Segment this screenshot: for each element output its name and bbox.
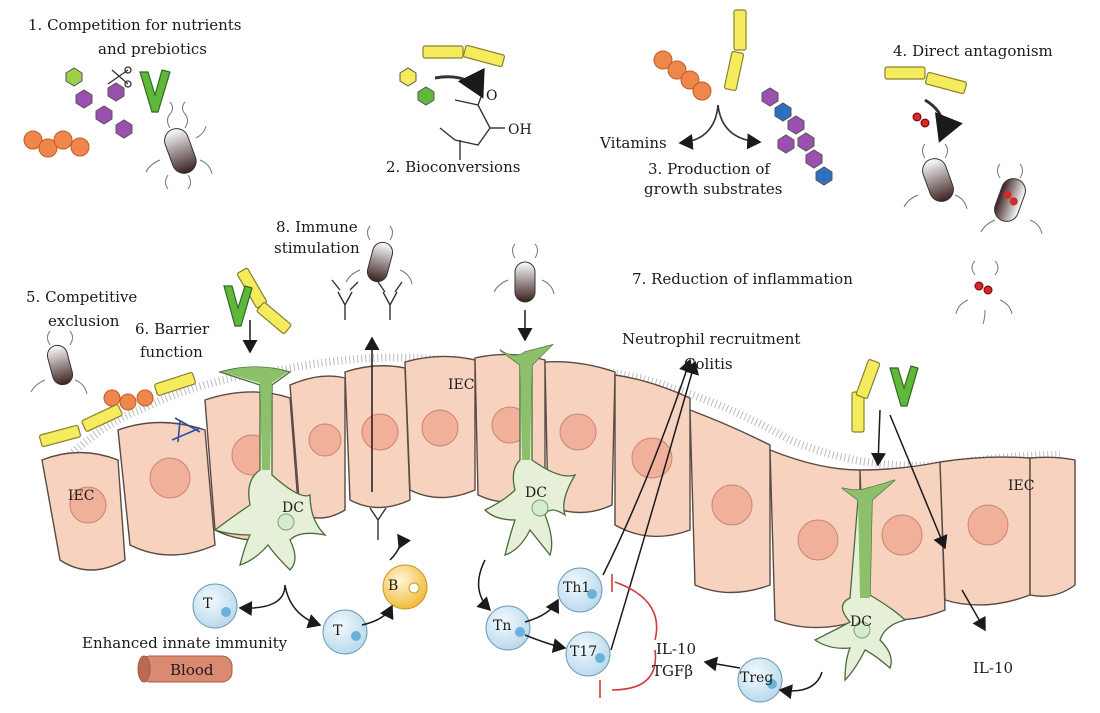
th1-cell bbox=[557, 567, 603, 613]
neutrophil-recruitment-label: Neutrophil recruitment bbox=[622, 330, 801, 348]
dc-label-2: DC bbox=[525, 485, 547, 501]
il10-label-center: IL-10 bbox=[656, 640, 697, 658]
mechanism-6-title: 6. Barrier bbox=[135, 320, 210, 338]
b-cell bbox=[382, 564, 428, 610]
mechanism-1-subtitle: and prebiotics bbox=[98, 40, 207, 58]
bacteria bbox=[30, 101, 1043, 395]
treg-cell-label: Treg bbox=[740, 670, 774, 686]
iec-cell bbox=[1029, 456, 1076, 597]
mechanism-3-subtitle: growth substrates bbox=[644, 180, 783, 198]
mechanism-1-title: 1. Competition for nutrients bbox=[28, 16, 242, 34]
t17-cell bbox=[565, 631, 611, 677]
mechanism-3-title: 3. Production of bbox=[648, 160, 770, 178]
inhibition-lines bbox=[599, 574, 658, 698]
t-cell-label-right: T bbox=[333, 623, 343, 639]
dc-label-3: DC bbox=[850, 614, 872, 630]
t-cell-left bbox=[192, 583, 238, 629]
th1-cell-label: Th1 bbox=[563, 580, 591, 596]
mechanism-4-title: 4. Direct antagonism bbox=[893, 42, 1053, 60]
tgf-beta-label: TGFβ bbox=[652, 662, 694, 680]
cell-debris bbox=[974, 281, 993, 295]
molecules bbox=[23, 9, 968, 448]
dc-label-1: DC bbox=[282, 500, 304, 516]
mechanism-8-subtitle: stimulation bbox=[274, 239, 360, 257]
carbonyl-o-label: O bbox=[486, 88, 498, 104]
arrows bbox=[238, 310, 986, 700]
dendritic-cell-2 bbox=[483, 343, 577, 557]
iec-label-left: IEC bbox=[68, 488, 95, 504]
b-cell-label: B bbox=[388, 578, 399, 594]
enhanced-innate-immunity-label: Enhanced innate immunity bbox=[82, 634, 288, 652]
treg-cell bbox=[737, 657, 783, 703]
vitamins-label: Vitamins bbox=[600, 134, 667, 152]
antibodies bbox=[331, 279, 403, 540]
t-cell-label-left: T bbox=[203, 596, 213, 612]
dendritic-cell-1 bbox=[213, 366, 327, 571]
iec-label-right: IEC bbox=[1008, 478, 1035, 494]
t17-cell-label: T17 bbox=[570, 644, 598, 660]
colitis-label: Colitis bbox=[684, 355, 733, 373]
tn-cell-label: Tn bbox=[493, 618, 512, 634]
il10-label-right: IL-10 bbox=[973, 659, 1014, 677]
t-cell-right bbox=[322, 609, 368, 655]
mechanism-5-title: 5. Competitive bbox=[26, 288, 138, 306]
blood-label: Blood bbox=[170, 661, 214, 679]
mechanism-8-title: 8. Immune bbox=[276, 218, 358, 236]
dendritic-cell-3 bbox=[813, 479, 907, 682]
mechanism-2-title: 2. Bioconversions bbox=[386, 158, 521, 176]
mechanism-5-subtitle: exclusion bbox=[48, 312, 120, 330]
hydroxyl-label: OH bbox=[508, 122, 532, 138]
mechanism-6-subtitle: function bbox=[140, 343, 203, 361]
mechanism-7-title: 7. Reduction of inflammation bbox=[632, 270, 853, 288]
tn-cell bbox=[485, 605, 531, 651]
iec-label-middle: IEC bbox=[448, 377, 475, 393]
blood-vessel bbox=[137, 655, 233, 683]
